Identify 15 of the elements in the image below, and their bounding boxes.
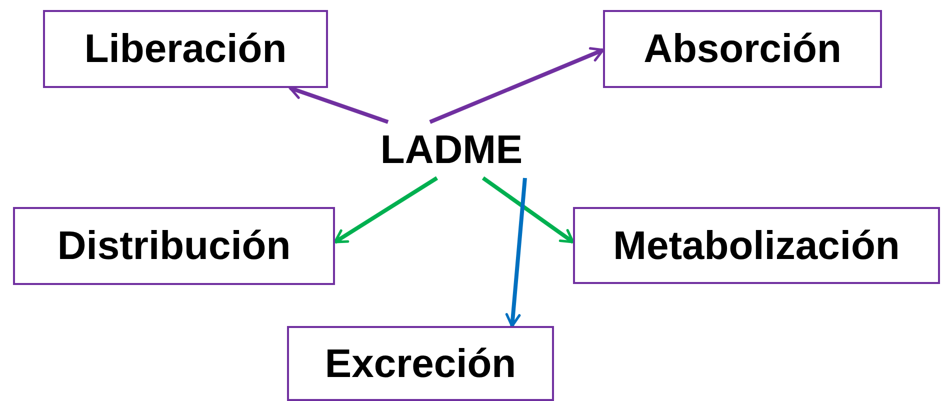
stage-box [603, 10, 882, 88]
stage-box [573, 207, 940, 284]
arrow [482, 176, 574, 244]
stage-box [287, 326, 554, 401]
arrow [505, 178, 527, 328]
stage-label: Metabolización [613, 226, 900, 266]
arrow [429, 47, 604, 124]
stage-label: Distribución [57, 226, 291, 266]
arrow [334, 176, 438, 244]
stage-box [43, 10, 328, 88]
stage-label: Absorción [644, 29, 842, 69]
stage-label: Excreción [324, 344, 516, 384]
center-title: LADME [380, 130, 523, 170]
stage-box [13, 207, 335, 285]
stage-label: Liberación [84, 29, 287, 69]
